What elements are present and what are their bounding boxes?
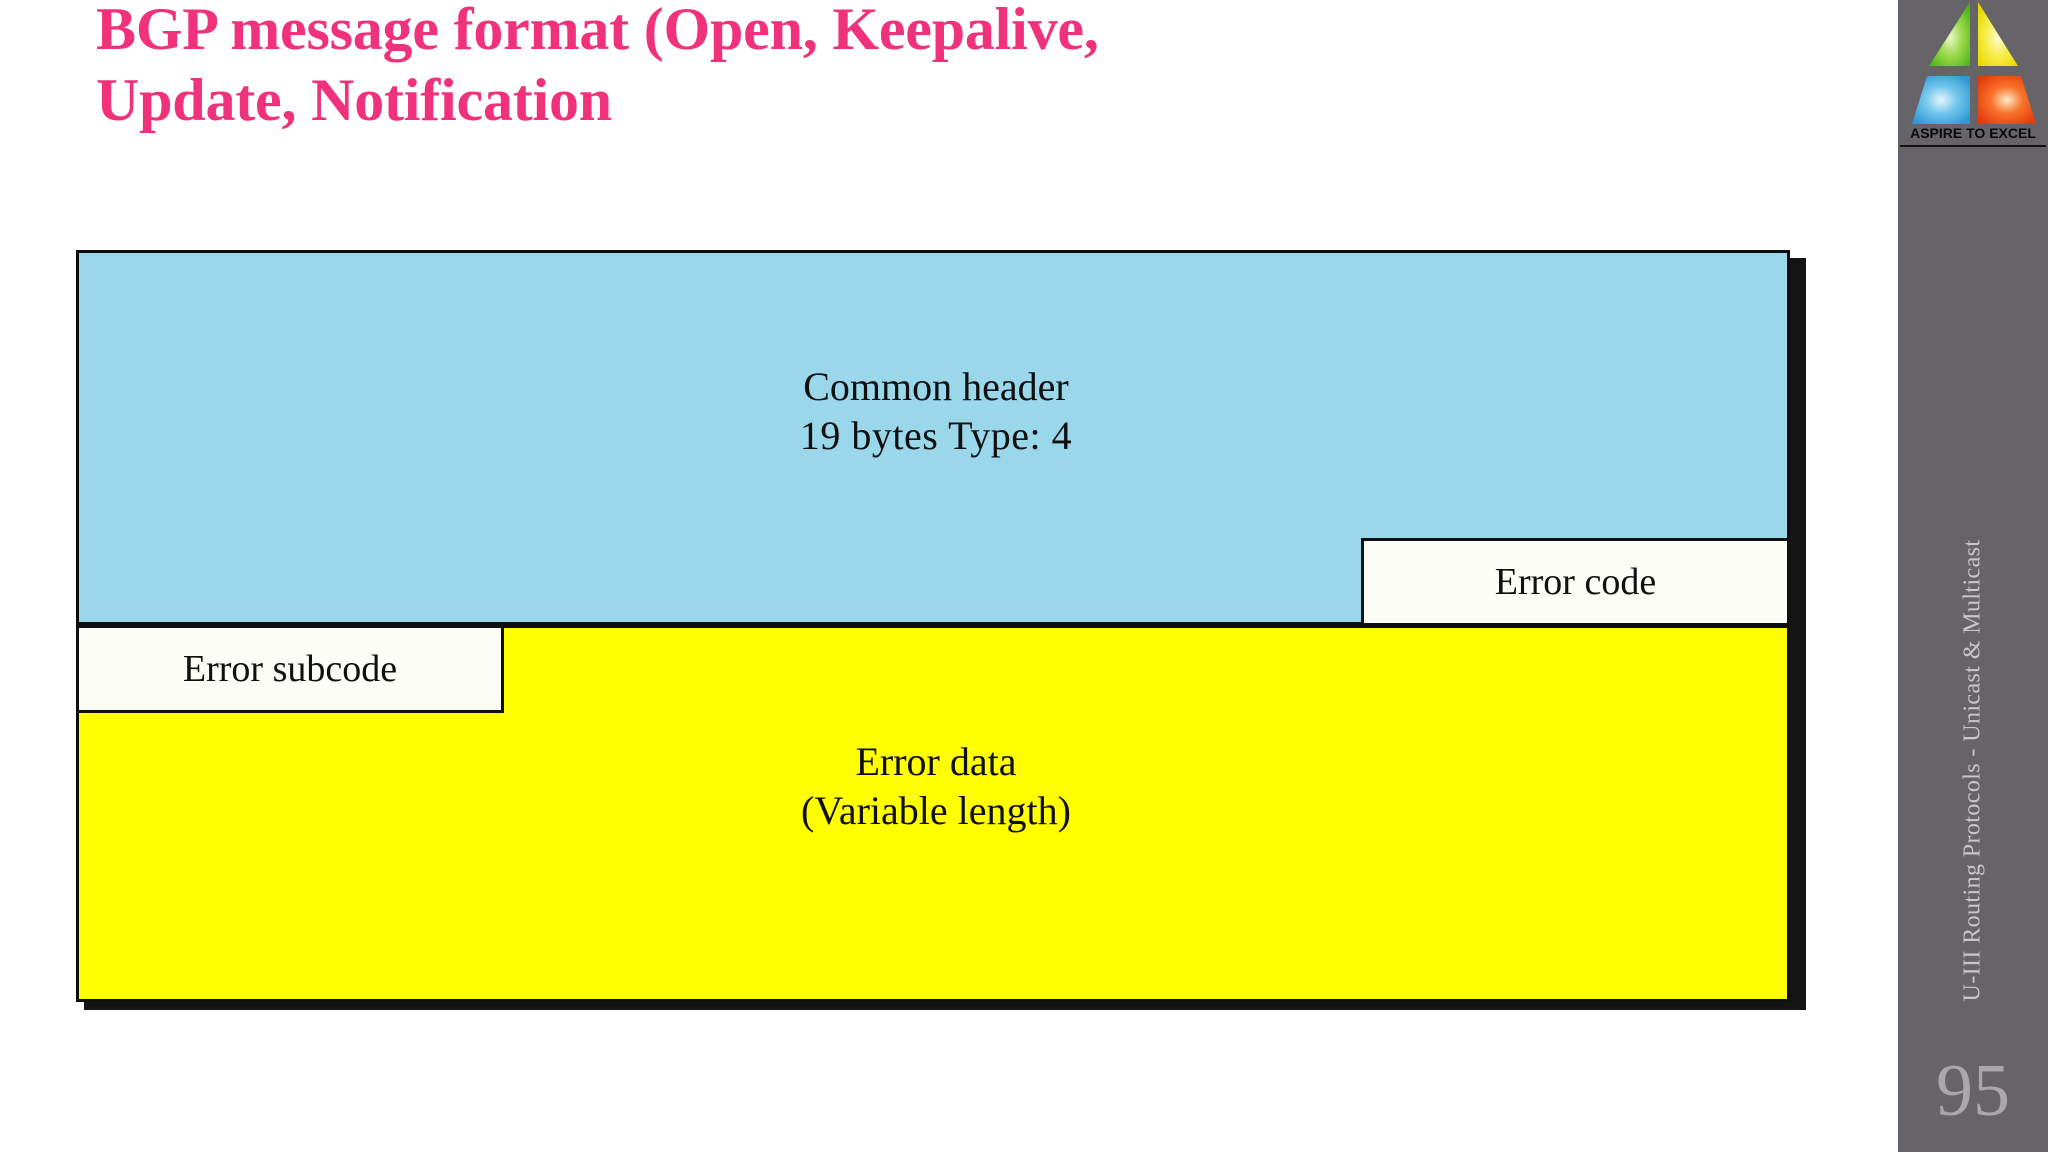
page-title: BGP message format (Open, Keepalive, Upd… [96,0,1796,136]
pyramid-logo-icon [1912,2,2036,124]
logo-caption: ASPIRE TO EXCEL [1910,125,2036,141]
error-data-label: Error data (Variable length) [79,738,1793,836]
sidebar: ASPIRE TO EXCEL U-III Routing Protocols … [1898,0,2048,1152]
common-header-line-1: Common header [803,364,1069,409]
common-header-label: Common header 19 bytes Type: 4 [79,363,1793,461]
title-line-2: Update, Notification [96,66,612,133]
page-number: 95 [1936,1050,2010,1132]
aspire-to-excel-logo: ASPIRE TO EXCEL [1898,0,2048,160]
logo-underline [1900,145,2046,147]
error-data-line-2: (Variable length) [801,787,1071,833]
common-header-line-2: 19 bytes Type: 4 [799,412,1073,458]
error-subcode-block: Error subcode [76,625,504,713]
error-data-line-1: Error data [855,739,1017,784]
unit-title-text: U-III Routing Protocols - Unicast & Mult… [1959,539,1986,1001]
title-line-1: BGP message format (Open, Keepalive, [96,0,1099,62]
error-subcode-label: Error subcode [182,648,398,690]
error-code-block: Error code [1361,538,1790,626]
bgp-notification-packet-diagram: Common header 19 bytes Type: 4 Error dat… [76,250,1806,1010]
unit-title-vertical: U-III Routing Protocols - Unicast & Mult… [1898,470,2048,1070]
error-code-label: Error code [1494,561,1657,603]
